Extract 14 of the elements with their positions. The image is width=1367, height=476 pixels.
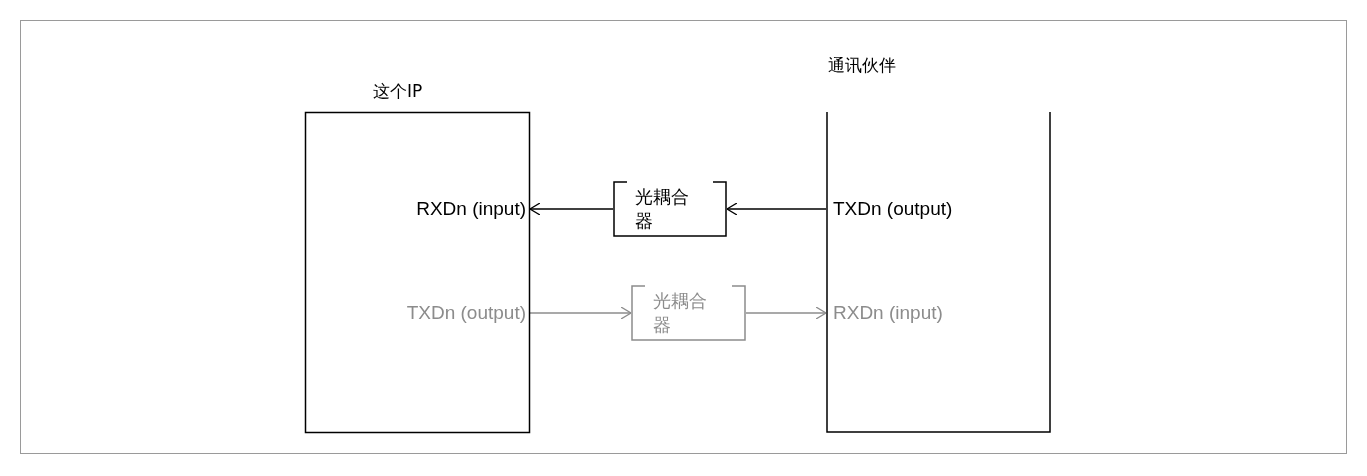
optocoupler-label: 光耦合器	[652, 289, 708, 337]
optocoupler-box	[613, 181, 727, 237]
signal-label-text: RXDn (input)	[416, 198, 526, 220]
arrow	[529, 306, 632, 320]
signal-label-text: TXDn (output)	[833, 198, 953, 220]
optocoupler-box	[631, 285, 746, 341]
signal-label-text: RXDn (input)	[833, 302, 943, 324]
device-heading: 通讯伙伴	[828, 54, 896, 77]
arrow	[745, 306, 827, 320]
signal-label-text: TXDn (output)	[406, 302, 526, 324]
device-heading: 这个IP	[373, 80, 423, 103]
optocoupler-label: 光耦合器	[634, 185, 690, 233]
arrow	[726, 202, 827, 216]
arrow	[529, 202, 614, 216]
